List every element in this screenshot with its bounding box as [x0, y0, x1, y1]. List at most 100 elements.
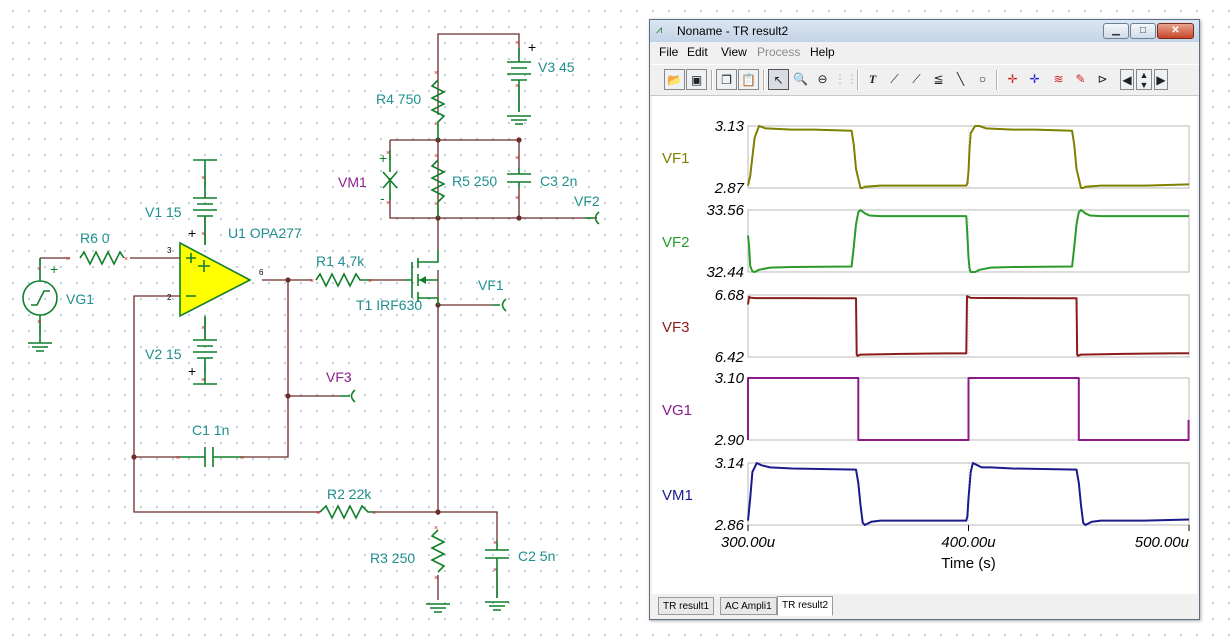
c1-label: C1 1n	[192, 422, 229, 438]
save-icon[interactable]: ▣	[686, 69, 707, 90]
close-button[interactable]: ✕	[1157, 23, 1194, 39]
y-min-label: 6.42	[715, 349, 745, 366]
y-min-label: 32.44	[706, 264, 744, 281]
grid-icon[interactable]: ⋮⋮	[834, 72, 858, 86]
v2-plus: +	[188, 363, 196, 379]
svg-text:×: ×	[515, 83, 519, 90]
title-bar[interactable]: ⩘ Noname - TR result2 ▁ □ ✕	[650, 20, 1199, 42]
menu-file[interactable]: File	[659, 45, 679, 59]
minimize-button[interactable]: ▁	[1103, 23, 1129, 39]
v3-label: V3 45	[538, 59, 575, 75]
pin-6: 6	[259, 268, 264, 277]
svg-text:×: ×	[240, 455, 244, 462]
vf2-probe[interactable]	[585, 211, 600, 225]
cursor-b-icon[interactable]: ⟋	[912, 72, 921, 86]
scroll-left-icon[interactable]: ◀	[1120, 69, 1134, 90]
v3-battery[interactable]	[507, 48, 531, 125]
v1-battery[interactable]	[193, 159, 217, 234]
v2-battery[interactable]	[193, 326, 217, 385]
y-min-label: 2.86	[714, 517, 745, 534]
c2-capacitor[interactable]	[485, 540, 509, 611]
pin-markers: ×× ×× ×× ×× ×× ×× ×× ×× ×× ×× ×× ×× ×× ×…	[37, 40, 519, 582]
paste-icon[interactable]: 📋	[738, 69, 759, 90]
c3-capacitor[interactable]	[507, 168, 531, 188]
tab-bar: TR result1 AC Ampli1 TR result2	[650, 595, 1199, 619]
vf1-probe[interactable]	[492, 298, 507, 312]
svg-text:×: ×	[310, 278, 314, 285]
flag-icon[interactable]: ⊳	[1097, 72, 1108, 86]
toolbar: 📂 ▣ ❐ 📋 ↖ 🔍 ⊖ ⋮⋮ T ⟋ ⟋ ≦ ╲ ○ ✛ ✛ ≋ ✎ ⊳ ◀…	[650, 64, 1199, 96]
pointer-icon[interactable]: ↖	[768, 69, 789, 90]
equation-icon[interactable]: ≦	[933, 72, 944, 86]
panel-vf2[interactable]: 33.56 32.44 VF2	[662, 202, 1190, 281]
svg-text:×: ×	[515, 40, 519, 47]
tab-ac-ampli1[interactable]: AC Ampli1	[720, 597, 777, 615]
series-line-vg1	[747, 377, 1190, 441]
y-max-label: 3.13	[715, 118, 745, 135]
vf3-label: VF3	[326, 369, 352, 385]
tab-tr-result1[interactable]: TR result1	[658, 597, 715, 615]
y-max-label: 33.56	[706, 202, 744, 219]
cursor-a-marker-icon[interactable]: ✛	[1007, 72, 1018, 86]
menu-view[interactable]: View	[721, 45, 747, 59]
y-max-label: 3.14	[715, 455, 744, 472]
scroll-updown-icon[interactable]: ▲▼	[1136, 69, 1152, 90]
vf2-label: VF2	[574, 193, 600, 209]
t1-mosfet[interactable]	[404, 250, 439, 305]
r5-resistor[interactable]	[430, 159, 446, 218]
svg-text:×: ×	[368, 278, 372, 285]
tab-tr-result2[interactable]: TR result2	[777, 596, 834, 616]
c1-capacitor[interactable]	[180, 447, 242, 467]
line-icon[interactable]: ╲	[956, 72, 965, 86]
r2-resistor[interactable]	[319, 504, 375, 520]
x-tick-label: 400.00u	[941, 534, 996, 551]
zoom-in-icon[interactable]: 🔍	[793, 72, 808, 86]
r3-resistor[interactable]	[430, 529, 446, 573]
svg-text:×: ×	[434, 575, 438, 582]
menu-edit[interactable]: Edit	[687, 45, 708, 59]
add-curve-icon[interactable]: ≋	[1053, 72, 1064, 86]
menu-help[interactable]: Help	[810, 45, 835, 59]
r6-resistor[interactable]	[79, 250, 125, 266]
r1-resistor[interactable]	[315, 272, 370, 288]
text-icon[interactable]: T	[868, 72, 877, 86]
u1-opamp[interactable]	[179, 234, 252, 326]
v2-label: V2 15	[145, 346, 182, 362]
svg-text:×: ×	[515, 195, 519, 202]
svg-text:×: ×	[201, 325, 205, 332]
cursor-b-marker-icon[interactable]: ✛	[1029, 72, 1040, 86]
svg-text:×: ×	[434, 525, 438, 532]
circle-icon[interactable]: ○	[978, 72, 987, 86]
svg-text:×: ×	[372, 510, 376, 517]
r4-resistor[interactable]	[430, 79, 446, 140]
x-axis-label: Time (s)	[941, 555, 995, 572]
svg-text:×: ×	[201, 175, 205, 182]
vg1-source[interactable]	[22, 258, 58, 352]
svg-text:×: ×	[316, 510, 320, 517]
maximize-button[interactable]: □	[1130, 23, 1156, 39]
junction-dots	[131, 137, 522, 515]
scroll-right-icon[interactable]: ▶	[1154, 69, 1168, 90]
menu-process[interactable]: Process	[757, 45, 801, 59]
pen-icon[interactable]: ✎	[1075, 72, 1086, 86]
cursor-a-icon[interactable]: ⟋	[890, 72, 899, 86]
v3-plus: +	[528, 39, 536, 55]
r1-label: R1 4,7k	[316, 253, 365, 269]
vm1-meter[interactable]	[382, 150, 398, 200]
open-folder-icon[interactable]: 📂	[664, 69, 685, 90]
copy-icon[interactable]: ❐	[716, 69, 737, 90]
vf3-probe[interactable]	[340, 389, 356, 403]
series-line-vf1	[747, 125, 1190, 189]
menu-bar: File Edit View Process Help	[650, 42, 1199, 62]
series-name: VM1	[662, 487, 693, 504]
result-window: ⩘ Noname - TR result2 ▁ □ ✕ File Edit Vi…	[649, 19, 1200, 620]
panel-vm1[interactable]: 3.14 2.86 VM1	[662, 455, 1190, 534]
r5-label: R5 250	[452, 173, 497, 189]
series-name: VF2	[662, 234, 690, 251]
zoom-100-icon[interactable]: ⊖	[817, 72, 828, 86]
